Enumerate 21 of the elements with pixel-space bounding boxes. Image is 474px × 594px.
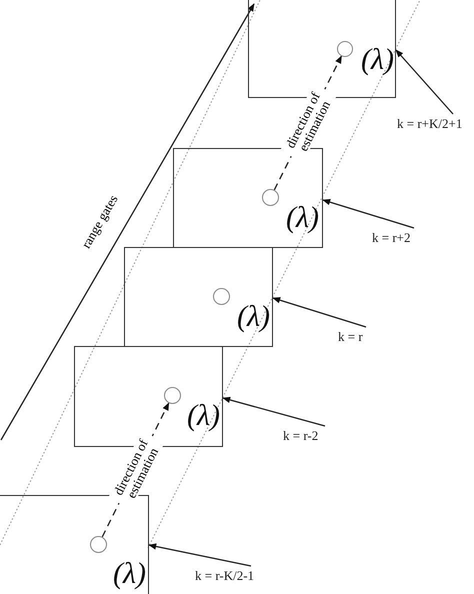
sample-circle bbox=[90, 536, 106, 552]
lambda-symbol: (λ) bbox=[237, 301, 270, 333]
leader-arrow bbox=[322, 199, 414, 229]
sample-circle bbox=[212, 288, 230, 304]
sample-circle bbox=[164, 386, 180, 404]
leader-arrow bbox=[222, 396, 326, 427]
leader-arrow bbox=[395, 49, 454, 114]
lambda-symbol: (λ) bbox=[113, 558, 146, 590]
range-frame bbox=[124, 247, 273, 347]
index-label: k = r+2 bbox=[372, 230, 410, 246]
sample-circle bbox=[262, 188, 278, 206]
index-label: k = r bbox=[338, 329, 363, 345]
index-label: k = r+K/2+1 bbox=[397, 116, 462, 132]
index-label: k = r-2 bbox=[283, 428, 318, 444]
lambda-symbol: (λ) bbox=[361, 44, 394, 76]
leader-arrow bbox=[272, 297, 366, 328]
leader-arrow bbox=[148, 543, 252, 567]
lambda-symbol: (λ) bbox=[286, 202, 319, 234]
lambda-symbol: (λ) bbox=[187, 400, 220, 432]
sample-circle bbox=[336, 40, 352, 56]
index-label: k = r-K/2-1 bbox=[195, 568, 254, 584]
